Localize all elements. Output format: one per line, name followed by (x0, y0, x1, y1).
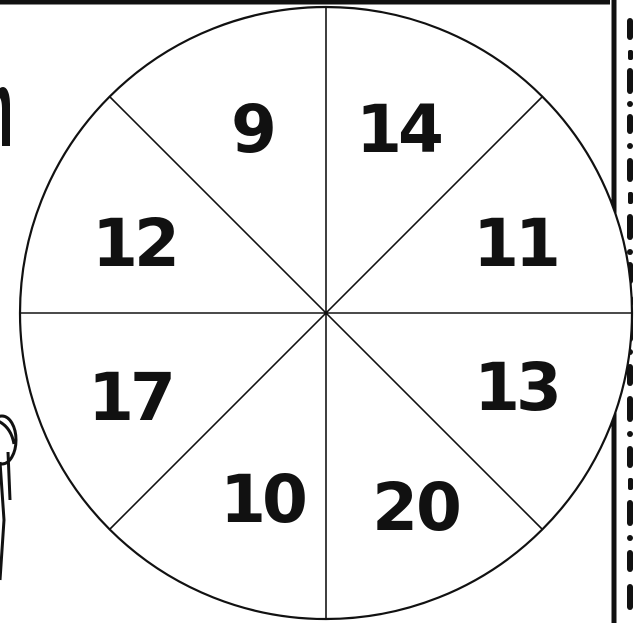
sector-label-13: 13 (474, 349, 558, 426)
spinner-dividers (20, 7, 632, 619)
sector-label-14: 14 (356, 91, 441, 168)
sector-label-9: 9 (231, 91, 273, 168)
sector-label-11: 11 (473, 205, 557, 282)
left-edge-drum-fragment (0, 416, 16, 580)
sector-label-17: 17 (88, 359, 172, 436)
sector-label-20: 20 (372, 469, 460, 546)
sector-label-12: 12 (92, 205, 176, 282)
left-edge-fragment-top (0, 87, 10, 146)
sector-label-10: 10 (220, 461, 305, 538)
